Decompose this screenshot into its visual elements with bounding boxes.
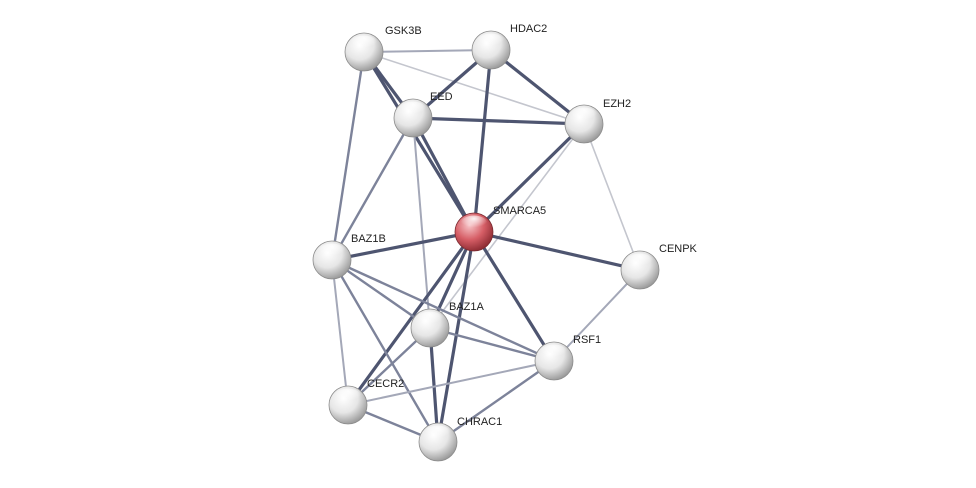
node-label-chrac1: CHRAC1 <box>457 416 502 428</box>
edge-smarca5-cenpk[interactable] <box>472 230 642 272</box>
edge-eed-baz1a[interactable] <box>412 117 431 329</box>
node-rsf1[interactable]: RSF1 <box>534 334 601 381</box>
node-chrac1[interactable]: CHRAC1 <box>418 416 502 462</box>
edge-smarca5-cecr2[interactable] <box>346 230 476 407</box>
node-smarca5[interactable]: SMARCA5 <box>454 205 546 252</box>
node-highlight <box>477 33 505 50</box>
node-cecr2[interactable]: CECR2 <box>328 378 404 425</box>
node-gsk3b[interactable]: GSK3B <box>344 25 422 72</box>
node-highlight <box>570 107 598 124</box>
edge-rsf1-chrac1[interactable] <box>436 359 556 444</box>
edge-cenpk-rsf1[interactable] <box>553 269 641 362</box>
node-highlight <box>399 101 427 118</box>
node-highlight <box>318 243 346 260</box>
node-highlight <box>460 215 488 232</box>
edge-baz1b-chrac1[interactable] <box>330 258 440 444</box>
node-cenpk[interactable]: CENPK <box>620 243 698 290</box>
node-baz1b[interactable]: BAZ1B <box>312 233 386 280</box>
edge-ezh2-baz1a[interactable] <box>429 123 585 329</box>
edge-ezh2-cenpk[interactable] <box>583 123 641 271</box>
edge-smarca5-baz1b[interactable] <box>330 230 476 262</box>
node-label-gsk3b: GSK3B <box>385 25 422 37</box>
node-highlight <box>626 253 654 270</box>
node-highlight <box>540 344 568 361</box>
edge-eed-baz1b[interactable] <box>330 116 415 262</box>
node-baz1a[interactable]: BAZ1A <box>410 301 485 348</box>
node-label-baz1b: BAZ1B <box>351 233 386 245</box>
node-label-smarca5: SMARCA5 <box>493 205 546 217</box>
node-highlight <box>334 388 362 405</box>
edge-gsk3b-ezh2[interactable] <box>363 51 585 125</box>
node-label-eed: EED <box>430 91 453 103</box>
edge-gsk3b-baz1b[interactable] <box>330 50 366 262</box>
node-ezh2[interactable]: EZH2 <box>564 98 631 144</box>
node-highlight <box>350 35 378 52</box>
node-label-ezh2: EZH2 <box>603 98 631 110</box>
edge-eed-smarca5[interactable] <box>411 116 476 234</box>
node-label-rsf1: RSF1 <box>573 334 601 346</box>
edge-baz1b-baz1a[interactable] <box>330 258 432 330</box>
edge-gsk3b-smarca5[interactable] <box>362 50 476 234</box>
edge-rsf1-cecr2[interactable] <box>347 360 555 406</box>
node-label-cenpk: CENPK <box>659 243 698 255</box>
edge-eed-ezh2[interactable] <box>411 116 586 126</box>
edge-baz1b-cecr2[interactable] <box>331 259 349 406</box>
node-label-baz1a: BAZ1A <box>449 301 485 313</box>
node-hdac2[interactable]: HDAC2 <box>471 23 547 70</box>
edge-gsk3b-hdac2[interactable] <box>363 49 492 53</box>
edge-smarca5-rsf1[interactable] <box>472 230 556 363</box>
node-highlight <box>416 311 444 328</box>
node-label-cecr2: CECR2 <box>367 378 404 390</box>
edge-smarca5-chrac1[interactable] <box>436 230 476 444</box>
node-label-hdac2: HDAC2 <box>510 23 547 35</box>
edge-baz1a-rsf1[interactable] <box>428 326 556 363</box>
edge-baz1b-rsf1[interactable] <box>330 258 556 363</box>
edge-hdac2-smarca5[interactable] <box>472 48 493 234</box>
node-highlight <box>424 425 452 442</box>
node-eed[interactable]: EED <box>393 91 453 138</box>
edge-hdac2-ezh2[interactable] <box>489 48 586 126</box>
edge-ezh2-smarca5[interactable] <box>472 122 586 234</box>
